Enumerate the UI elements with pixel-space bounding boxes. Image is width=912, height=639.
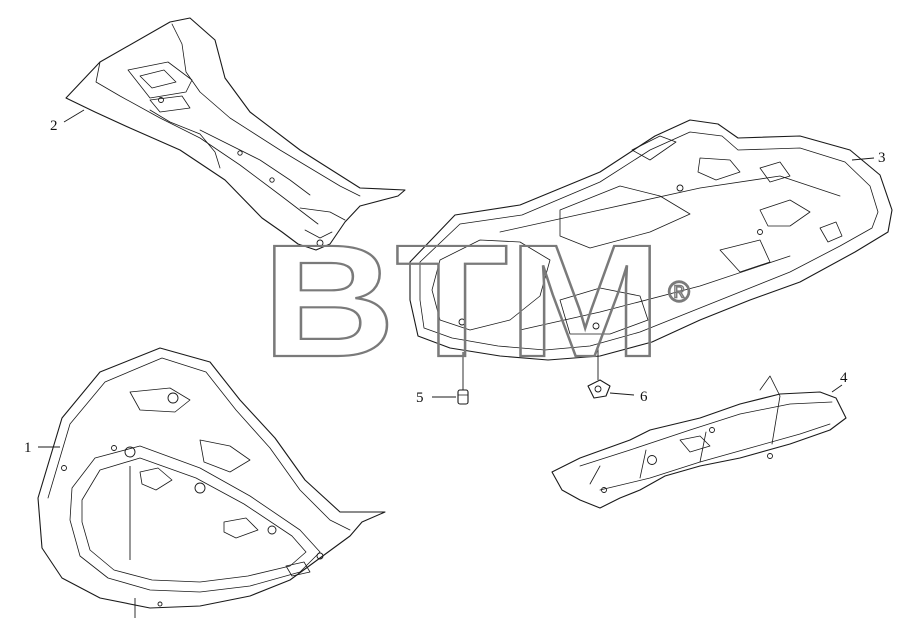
watermark-text: BTM [262,211,662,390]
callout-4: 4 [840,370,848,386]
part-5-bolt [432,352,469,405]
part-6-clip-nut [587,348,635,399]
callout-3: 3 [878,150,886,166]
watermark: BTM ® [261,210,691,391]
callout-6: 6 [640,389,648,405]
part-1-front-shield [37,347,386,618]
callout-2: 2 [50,118,58,134]
registered-mark-icon: ® [668,276,690,309]
callout-labels: 1 2 3 4 5 6 [24,118,886,456]
part-4-rail-shield [551,375,847,509]
callout-1: 1 [24,440,32,456]
part-2-shield [65,17,406,251]
callout-5: 5 [416,390,424,406]
part-3-floor-pan [409,119,893,361]
callout-leaders [38,109,875,448]
